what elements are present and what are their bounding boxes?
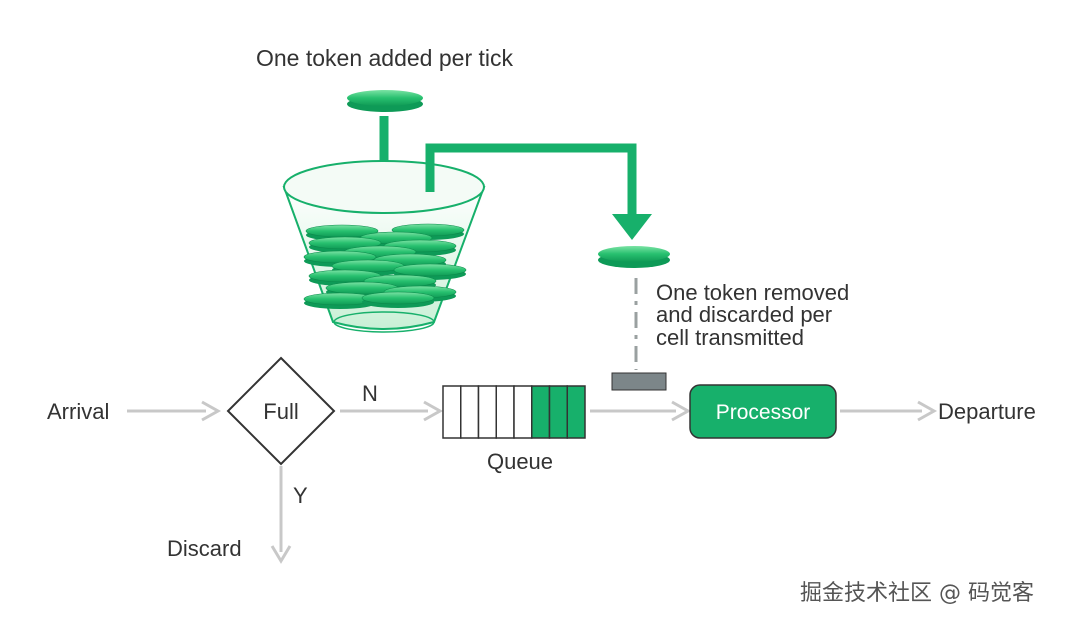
queue-slot-empty <box>477 385 497 439</box>
removed-caption-line2: and discarded per <box>656 302 832 327</box>
queue-slot-filled <box>566 385 586 439</box>
full-label: Full <box>263 399 298 424</box>
queue-slot-empty <box>460 385 480 439</box>
queue-label: Queue <box>487 449 553 474</box>
queue <box>442 385 586 439</box>
top-caption: One token added per tick <box>256 45 513 71</box>
queue-to-processor-arrow <box>590 400 692 422</box>
n-arrow <box>340 400 444 422</box>
bucket-tokens <box>303 223 467 309</box>
y-label: Y <box>293 483 308 508</box>
full-decision-diamond <box>226 356 336 466</box>
bucket-token <box>303 292 377 309</box>
queue-slot-empty <box>495 385 515 439</box>
bucket-token <box>308 269 382 286</box>
discard-label: Discard <box>167 536 242 561</box>
bucket-token <box>361 291 435 308</box>
y-arrow <box>270 466 292 564</box>
removed-caption-line3: cell transmitted <box>656 325 804 350</box>
queue-slot-empty <box>442 385 462 439</box>
queue-slot-filled <box>531 385 551 439</box>
arrival-arrow <box>127 400 222 422</box>
n-label: N <box>362 381 378 406</box>
departure-label: Departure <box>938 399 1036 424</box>
departure-arrow <box>840 400 938 422</box>
removed-caption-line1: One token removed <box>656 280 849 305</box>
watermark: 掘金技术社区 @ 码觉客 <box>800 581 1034 606</box>
arrival-label: Arrival <box>47 399 109 424</box>
transmitted-cell <box>611 372 667 391</box>
queue-slot-empty <box>513 385 533 439</box>
token-out-arrow <box>425 143 652 240</box>
processor-box <box>689 384 837 439</box>
incoming-token <box>347 90 423 112</box>
removed-token <box>598 246 670 268</box>
token-bucket <box>282 160 486 333</box>
queue-slot-filled <box>548 385 568 439</box>
processor-label: Processor <box>716 401 811 424</box>
